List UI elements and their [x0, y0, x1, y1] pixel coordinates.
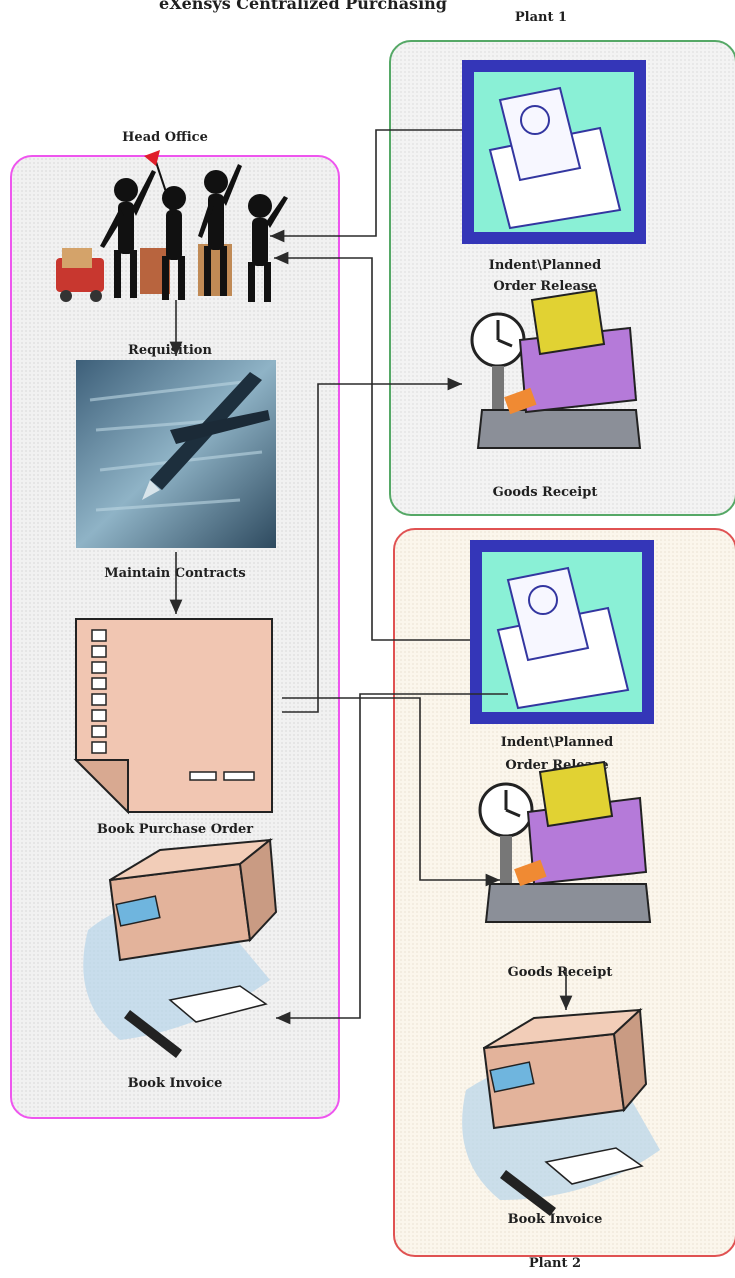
plant2-goods-receipt-scale-icon [478, 760, 652, 923]
head-invoice-box-icon [83, 838, 278, 1058]
people-clipart [56, 150, 288, 302]
plant2-indent-card-icon [470, 540, 654, 724]
flow-connectors [169, 129, 573, 1025]
book-purchase-order-label: Book Purchase Order [96, 822, 254, 837]
book-invoice-label: Book Invoice [127, 1076, 223, 1091]
plant2-goods-receipt-label: Goods Receipt [507, 965, 613, 980]
plant1-indent-label-line2: Order Release [493, 279, 597, 294]
plant1-goods-receipt-label: Goods Receipt [492, 485, 598, 500]
purchase-order-document-icon [73, 618, 273, 815]
head-office-label: Head Office [122, 130, 208, 145]
plant-2-label: Plant 2 [528, 1256, 582, 1271]
diagram-title: eXensys Centralized Purchasing [159, 0, 447, 13]
plant1-indent-label-line1: Indent\Planned [488, 258, 602, 273]
plant2-invoice-box-icon [462, 1007, 660, 1216]
plant1-indent-card-icon [462, 60, 646, 244]
maintain-contracts-label: Maintain Contracts [104, 566, 246, 581]
contract-pen-image [76, 360, 276, 548]
plant1-goods-receipt-scale-icon [470, 288, 642, 449]
plant-1-label: Plant 1 [514, 10, 568, 25]
plant2-indent-label-line1: Indent\Planned [500, 735, 614, 750]
plant2-book-invoice-label: Book Invoice [507, 1212, 603, 1227]
